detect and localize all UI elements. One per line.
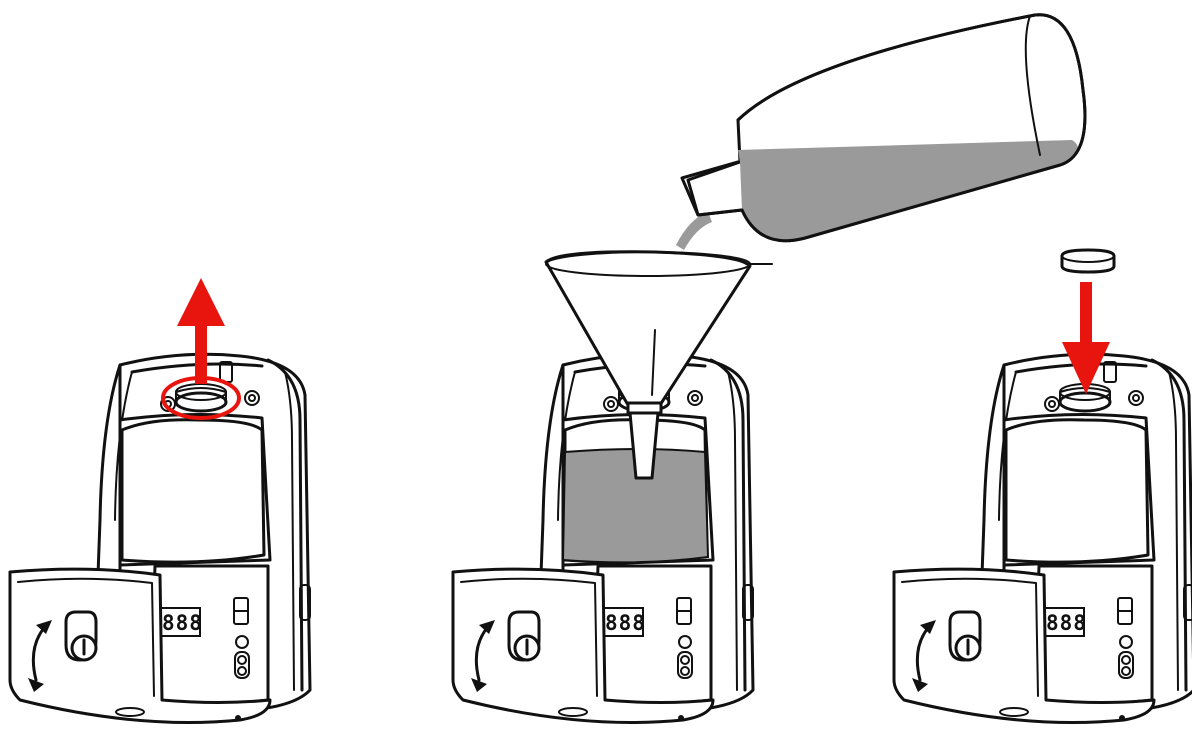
step-2-display: 888 [605, 611, 646, 635]
step-3-display: 888 [1046, 611, 1087, 635]
liquid-stream [676, 212, 712, 250]
step-2-unit: 888 [453, 354, 753, 722]
bottle-icon [682, 15, 1085, 241]
step-3-unit: 888 [894, 354, 1192, 722]
cap-icon [1062, 250, 1114, 272]
step-1-display: 888 [162, 611, 203, 635]
step-1-unit: 888 [10, 354, 310, 722]
